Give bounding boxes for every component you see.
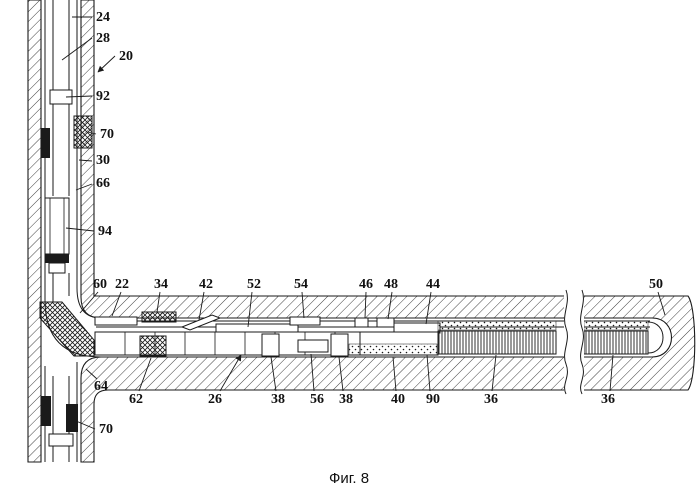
tool-94-band: [45, 254, 69, 263]
ref-numeral-54: 54: [294, 277, 308, 292]
leader-line-38: [270, 356, 277, 392]
ref-numeral-20: 20: [119, 49, 133, 64]
horizontal-wellbore: [94, 311, 664, 357]
packer-34: [141, 311, 177, 323]
ref-numeral-28: 28: [96, 31, 110, 46]
leader-line-90: [426, 354, 431, 392]
vertical-wellbore: [39, 0, 102, 462]
wedge-42: [180, 314, 222, 331]
ref-numeral-46: 46: [359, 277, 373, 292]
ref-numeral-70: 70: [99, 422, 113, 437]
wall-block-left: [41, 128, 50, 158]
ref-numeral-38: 38: [339, 392, 353, 407]
leader-line-50: [657, 291, 666, 316]
leader-line-60: [79, 291, 99, 314]
gravel-upper-b: [583, 320, 649, 331]
ref-numeral-66: 66: [96, 176, 110, 191]
lower-block-left: [41, 396, 51, 426]
leader-line-42: [198, 291, 205, 321]
ref-numeral-60: 60: [93, 277, 107, 292]
screen-36b: [583, 330, 649, 355]
cement-block-70: [73, 115, 93, 149]
collar-38b: [330, 333, 349, 357]
deflector-60: [39, 301, 95, 357]
screen-36a: [437, 330, 557, 355]
leader-line-62: [138, 357, 152, 392]
ref-numeral-42: 42: [199, 277, 213, 292]
sub-54: [289, 316, 321, 326]
ref-numeral-30: 30: [96, 153, 110, 168]
lower-block-70: [66, 404, 78, 432]
leader-line-36: [491, 354, 497, 392]
leader-line-54: [301, 291, 305, 319]
ref-numeral-50: 50: [649, 277, 663, 292]
gravel-upper-a: [437, 320, 557, 331]
lower-collar: [48, 433, 74, 447]
leader-line-40: [392, 356, 397, 392]
leader-line-20: [97, 55, 116, 73]
ref-numeral-92: 92: [96, 89, 110, 104]
leader-line-30: [78, 159, 93, 162]
leader-line-28: [61, 37, 93, 61]
tool-94-body: [44, 197, 70, 255]
ref-numeral-56: 56: [310, 392, 324, 407]
tool-94-sub: [48, 262, 66, 274]
leader-line-34: [156, 291, 161, 313]
leader-line-44: [425, 291, 432, 325]
ref-numeral-52: 52: [247, 277, 261, 292]
break-line-right: [580, 289, 584, 395]
leader-line-52: [247, 291, 253, 328]
ref-numeral-64: 64: [94, 379, 108, 394]
ref-numeral-40: 40: [391, 392, 405, 407]
break-symbol: [564, 289, 584, 395]
connector-48: [376, 317, 395, 328]
ref-numeral-36: 36: [484, 392, 498, 407]
collar-38a: [261, 333, 280, 357]
ref-numeral-36: 36: [601, 392, 615, 407]
gravel-40: [348, 343, 438, 356]
leader-line-66: [75, 183, 93, 191]
break-line-left: [564, 289, 568, 395]
leader-line-70: [75, 420, 96, 430]
ref-numeral-26: 26: [208, 392, 222, 407]
ref-numeral-90: 90: [426, 392, 440, 407]
packer-62: [139, 335, 167, 357]
labels-group: 24 28 20 92 70 30 66 94 60 22 34 42 52 54 46 48 44 50 64 62…: [61, 10, 666, 437]
formation: [27, 0, 696, 463]
connector-46: [354, 317, 369, 328]
leader-line-94: [65, 227, 95, 232]
formation-left-wall: [27, 0, 42, 463]
ref-numeral-62: 62: [129, 392, 143, 407]
leader-line-22: [111, 291, 122, 317]
leader-line-92: [65, 95, 93, 98]
leader-line-36: [609, 354, 614, 392]
leader-line-38: [338, 356, 344, 392]
ref-numeral-44: 44: [426, 277, 440, 292]
leader-line-26: [219, 354, 242, 392]
leader-line-46: [364, 291, 367, 319]
ref-numeral-34: 34: [154, 277, 168, 292]
ref-numeral-70: 70: [100, 127, 114, 142]
ref-numeral-22: 22: [115, 277, 129, 292]
figure-caption: Фиг. 8: [329, 470, 369, 487]
tool-94-inner-lines: [49, 198, 65, 254]
leader-line-64: [85, 368, 98, 380]
leader-line-48: [387, 291, 393, 320]
sub-56: [297, 339, 329, 353]
liner-hanger-22: [94, 316, 138, 326]
ref-numeral-24: 24: [96, 10, 110, 25]
break-gap: [564, 289, 584, 395]
ref-numeral-94: 94: [98, 224, 112, 239]
leader-line-70: [87, 131, 97, 135]
ref-numeral-38: 38: [271, 392, 285, 407]
ref-numeral-48: 48: [384, 277, 398, 292]
leader-line-56: [310, 353, 315, 392]
toe-cap-line: [647, 321, 664, 354]
